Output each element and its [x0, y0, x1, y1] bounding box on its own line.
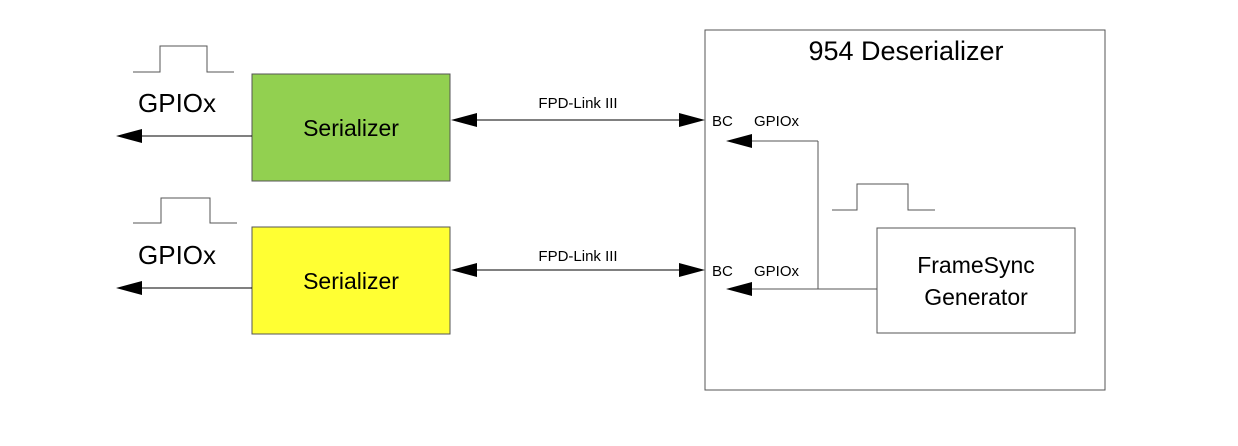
gpio-output-label-top: GPIOx: [138, 88, 216, 118]
pulse-waveform-icon: [133, 197, 237, 224]
arrow-head-icon: [116, 281, 142, 295]
arrow-head-icon: [451, 113, 477, 127]
arrow-head-icon: [726, 282, 752, 296]
arrow-head-icon: [679, 263, 705, 277]
fpd-link-label-top: FPD-Link III: [538, 95, 617, 112]
port-gpio-label-top: GPIOx: [754, 113, 800, 130]
serializer-top-label: Serializer: [303, 115, 399, 141]
port-bc-label-bottom: BC: [712, 263, 733, 280]
fpd-link-label-bottom: FPD-Link III: [538, 248, 617, 265]
pulse-waveform-icon: [133, 45, 234, 73]
port-gpio-label-bottom: GPIOx: [754, 263, 800, 280]
framesync-label-line2: Generator: [924, 284, 1028, 310]
arrow-head-icon: [116, 129, 142, 143]
framesync-label-line1: FrameSync: [917, 252, 1035, 278]
serializer-bottom-label: Serializer: [303, 268, 399, 294]
deserializer-box: [704, 29, 1106, 391]
serializer-top-box: [251, 73, 451, 182]
pulse-waveform-icon: [832, 183, 935, 211]
arrow-head-icon: [679, 113, 705, 127]
framesync-generator-box: [876, 227, 1076, 334]
deserializer-title: 954 Deserializer: [808, 36, 1003, 66]
gpio-output-label-bottom: GPIOx: [138, 240, 216, 270]
arrow-head-icon: [451, 263, 477, 277]
port-bc-label-top: BC: [712, 113, 733, 130]
serializer-bottom-box: [251, 226, 451, 335]
arrow-head-icon: [726, 134, 752, 148]
